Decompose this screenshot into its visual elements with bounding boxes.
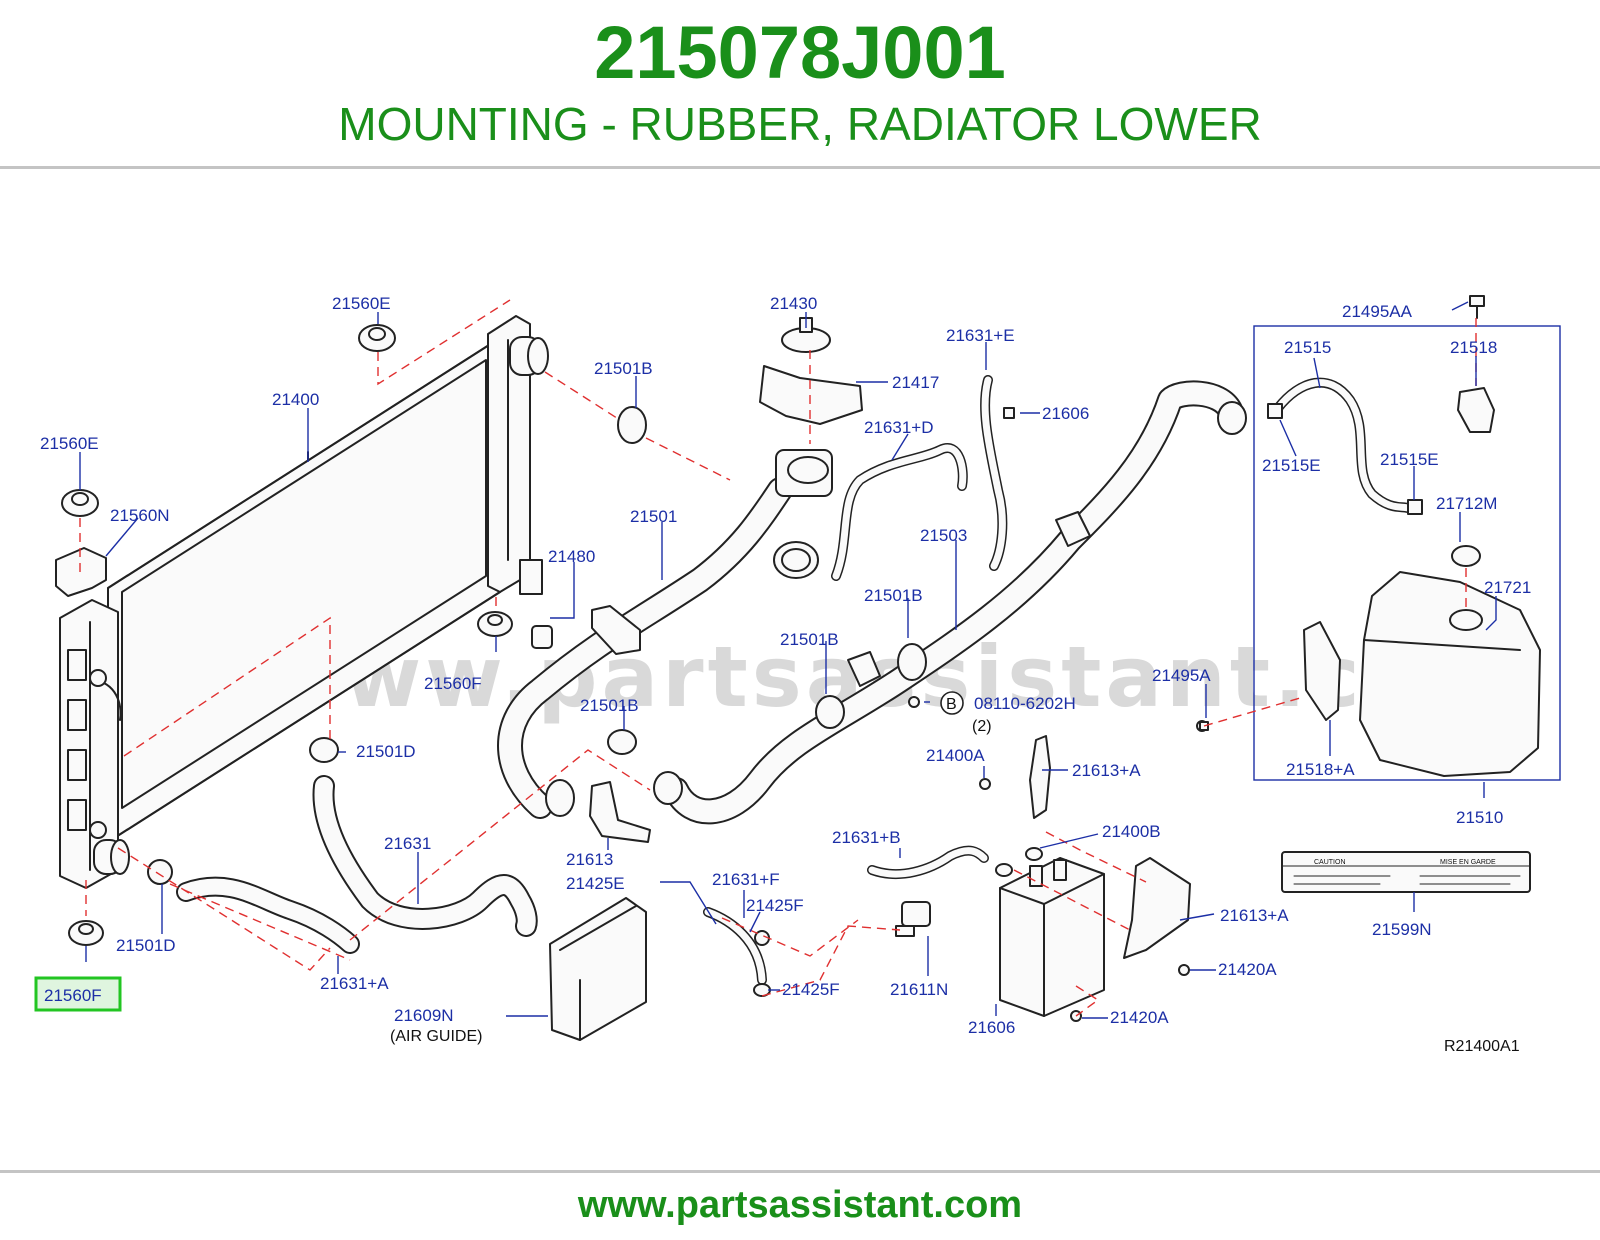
- label-21606-top[interactable]: 21606: [1042, 404, 1089, 423]
- label-21501B-a[interactable]: 21501B: [594, 359, 653, 378]
- label-21631E[interactable]: 21631+E: [946, 326, 1015, 345]
- label-21495A[interactable]: 21495A: [1152, 666, 1211, 685]
- air-guide-21609N: [549, 897, 647, 1041]
- leader-lines: [79, 301, 1497, 1019]
- label-21501B-b[interactable]: 21501B: [864, 586, 923, 605]
- label-21631D[interactable]: 21631+D: [864, 418, 933, 437]
- upper-hose-21501: [497, 317, 863, 843]
- label-21631A[interactable]: 21631+A: [320, 974, 389, 993]
- highlight-box: [34, 976, 122, 1012]
- label-bolt-qty: (2): [972, 718, 992, 735]
- label-21599N[interactable]: 21599N: [1372, 920, 1432, 939]
- header-divider: [0, 166, 1600, 169]
- label-bolt-08110-6202H[interactable]: 08110-6202H: [974, 694, 1076, 713]
- label-21721[interactable]: 21721: [1484, 578, 1531, 597]
- label-21501D-b[interactable]: 21501D: [116, 936, 176, 955]
- canister-21606: [908, 696, 1208, 1022]
- label-21560F-mid[interactable]: 21560F: [424, 674, 482, 693]
- label-21518A[interactable]: 21518+A: [1286, 760, 1355, 779]
- label-21560N[interactable]: 21560N: [110, 506, 170, 525]
- label-21631F[interactable]: 21631+F: [712, 870, 780, 889]
- label-21560F-highlighted[interactable]: 21560F: [44, 986, 102, 1005]
- label-21510[interactable]: 21510: [1456, 808, 1503, 827]
- footer-divider: [0, 1170, 1600, 1173]
- label-21515E-a[interactable]: 21515E: [1262, 456, 1321, 475]
- label-21606-low[interactable]: 21606: [968, 1018, 1015, 1037]
- diagram-code: R21400A1: [1444, 1038, 1520, 1055]
- label-21518[interactable]: 21518: [1450, 338, 1497, 357]
- header: 215078J001 MOUNTING - RUBBER, RADIATOR L…: [0, 0, 1600, 170]
- warning-label-21599N: CAUTION MISE EN GARDE: [1281, 851, 1531, 893]
- label-21712M[interactable]: 21712M: [1436, 494, 1497, 513]
- label-21420A-a[interactable]: 21420A: [1218, 960, 1277, 979]
- label-21425F-b[interactable]: 21425F: [782, 980, 840, 999]
- label-21495AA[interactable]: 21495AA: [1342, 302, 1413, 321]
- bolt-marker-b: B: [946, 696, 957, 713]
- label-21417[interactable]: 21417: [892, 373, 939, 392]
- mise-en-garde-text: MISE EN GARDE: [1440, 859, 1496, 866]
- label-21425E[interactable]: 21425E: [566, 874, 625, 893]
- lower-hose-21503: [653, 380, 1247, 825]
- radiator: [55, 315, 553, 946]
- label-21560E-left[interactable]: 21560E: [40, 434, 99, 453]
- label-21501B-c[interactable]: 21501B: [780, 630, 839, 649]
- label-21515E-b[interactable]: 21515E: [1380, 450, 1439, 469]
- label-21400A[interactable]: 21400A: [926, 746, 985, 765]
- label-21631[interactable]: 21631: [384, 834, 431, 853]
- bolt-marker-circle: [940, 691, 964, 715]
- label-21611N[interactable]: 21611N: [890, 980, 948, 999]
- label-21400[interactable]: 21400: [272, 390, 319, 409]
- caution-text: CAUTION: [1314, 859, 1346, 866]
- label-21400B[interactable]: 21400B: [1102, 822, 1161, 841]
- label-21560E-top[interactable]: 21560E: [332, 294, 391, 313]
- label-21631B[interactable]: 21631+B: [832, 828, 901, 847]
- label-21480[interactable]: 21480: [548, 547, 595, 566]
- label-21501[interactable]: 21501: [630, 507, 677, 526]
- footer-url[interactable]: www.partsassistant.com: [577, 1184, 1023, 1226]
- reservoir-group-21510: [1199, 295, 1561, 781]
- part-description: MOUNTING - RUBBER, RADIATOR LOWER: [338, 98, 1262, 150]
- label-21613A-a[interactable]: 21613+A: [1072, 761, 1141, 780]
- label-21501B-d[interactable]: 21501B: [580, 696, 639, 715]
- label-21430[interactable]: 21430: [770, 294, 817, 313]
- label-21503[interactable]: 21503: [920, 526, 967, 545]
- label-21613[interactable]: 21613: [566, 850, 613, 869]
- part-number-title: 215078J001: [594, 11, 1006, 94]
- label-21613A-b[interactable]: 21613+A: [1220, 906, 1289, 925]
- small-hoses: [147, 375, 1015, 997]
- label-air-guide: (AIR GUIDE): [390, 1028, 482, 1045]
- part-labels: 21560E 21400 21560E 21560N 21430 21417 2…: [34, 294, 1531, 1055]
- label-21425F-a[interactable]: 21425F: [746, 896, 804, 915]
- label-21609N[interactable]: 21609N: [394, 1006, 454, 1025]
- label-21515[interactable]: 21515: [1284, 338, 1331, 357]
- label-21420A-b[interactable]: 21420A: [1110, 1008, 1169, 1027]
- label-21501D-a[interactable]: 21501D: [356, 742, 416, 761]
